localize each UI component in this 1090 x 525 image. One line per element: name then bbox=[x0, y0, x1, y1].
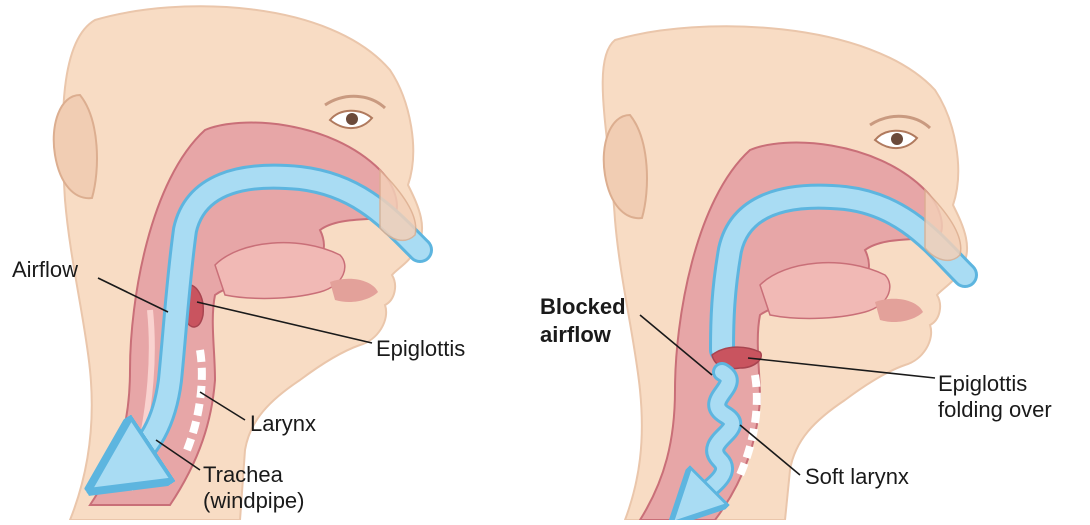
label-trachea-windpipe: (windpipe) bbox=[203, 488, 305, 513]
normal-airway-panel: Airflow Epiglottis Larynx Trachea (windp… bbox=[12, 6, 465, 520]
label-blocked-airflow-2: airflow bbox=[540, 322, 612, 347]
blocked-airway-panel: Blocked airflow Epiglottis folding over … bbox=[540, 26, 1052, 520]
label-airflow: Airflow bbox=[12, 257, 78, 282]
label-epiglottis-folding: Epiglottis bbox=[938, 371, 1027, 396]
label-trachea: Trachea bbox=[203, 462, 284, 487]
label-epiglottis-folding-2: folding over bbox=[938, 397, 1052, 422]
label-larynx: Larynx bbox=[250, 411, 316, 436]
label-epiglottis: Epiglottis bbox=[376, 336, 465, 361]
label-blocked-airflow: Blocked bbox=[540, 294, 626, 319]
label-soft-larynx: Soft larynx bbox=[805, 464, 909, 489]
